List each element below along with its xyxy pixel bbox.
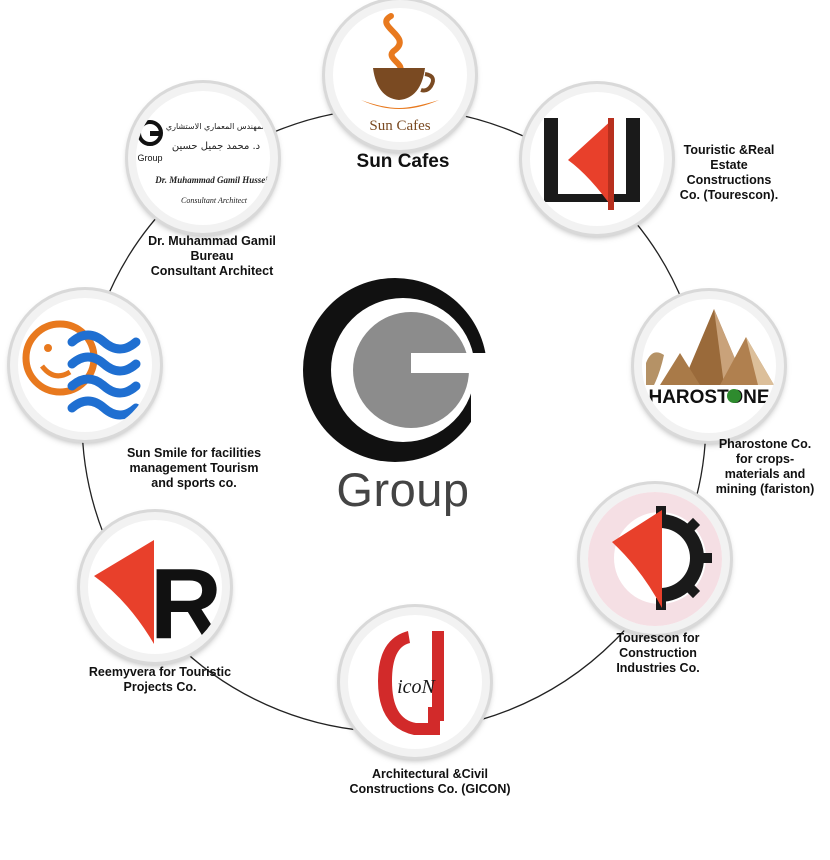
g-group-center-logo xyxy=(285,275,505,515)
gicon-logo-text: icoN xyxy=(397,676,436,698)
pharostone-logo-text: HAROSTONE xyxy=(648,387,769,408)
center-group-word: Group xyxy=(336,463,470,516)
gicon-logo: icoN xyxy=(340,607,490,757)
label-sun-cafes: Sun Cafes xyxy=(356,151,450,172)
label-gicon: Architectural &Civil Constructions Co. (… xyxy=(349,767,511,796)
label-sun-smile: Sun Smile for facilities management Tour… xyxy=(126,446,262,490)
label-gamil-bureau: Dr. Muhammad Gamil Bureau Consultant Arc… xyxy=(148,234,276,278)
gamil-bureau-logo: Group المهندس المعماري الاستشاري د. محمد… xyxy=(128,83,278,233)
label-tourescon: Touristic &Real Estate Constructions Co.… xyxy=(679,143,779,202)
gamil-latin-title: Consultant Architect xyxy=(181,196,248,205)
label-tourescon-industries: Tourescon for Construction Industries Co… xyxy=(616,631,700,675)
reemyvera-logo-text: R xyxy=(150,548,222,654)
gamil-latin-name: Dr. Muhammad Gamil Hussein xyxy=(154,175,270,185)
tourescon-industries-logo xyxy=(580,484,730,634)
gamil-arabic-title: المهندس المعماري الاستشاري xyxy=(166,122,266,131)
sun-cafes-logo: Sun Cafes xyxy=(325,0,475,150)
sun-cafes-logo-text: Sun Cafes xyxy=(369,118,430,134)
gamil-group-text: Group xyxy=(137,153,162,163)
label-reemyvera: Reemyvera for Touristic Projects Co. xyxy=(88,665,232,694)
gamil-arabic-name: د. محمد جميل حسين xyxy=(172,141,260,152)
reemyvera-logo: R xyxy=(80,512,230,662)
label-pharostone: Pharostone Co. for crops- materials and … xyxy=(715,437,815,496)
tourescon-logo xyxy=(522,84,672,234)
sun-smile-logo xyxy=(10,290,160,440)
pharostone-logo: HAROSTONE xyxy=(634,291,784,441)
